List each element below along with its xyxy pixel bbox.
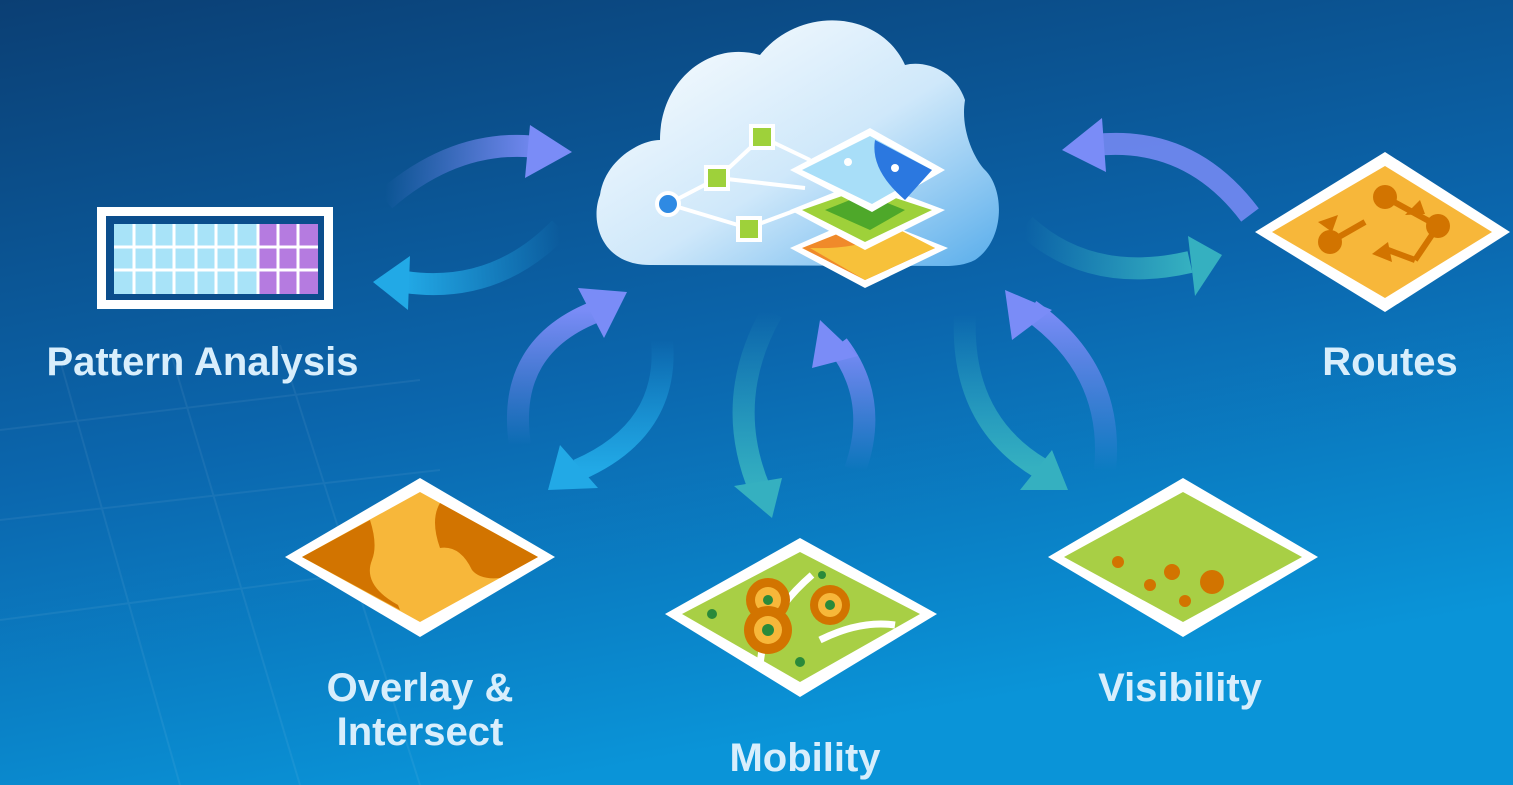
arrow-overlay-to-cloud [506, 288, 627, 447]
pattern-analysis-grid-icon [97, 207, 333, 309]
background-grid [0, 344, 461, 785]
mobility-icon [665, 538, 937, 697]
arrow-cloud-to-routes [1017, 216, 1222, 296]
arrow-routes-to-cloud [1062, 118, 1259, 222]
routes-icon [1255, 152, 1510, 312]
arrow-cloud-to-overlay [548, 339, 674, 490]
label-overlay-intersect: Overlay & Intersect [270, 666, 570, 754]
arrow-cloud-to-pattern [377, 125, 572, 209]
label-routes: Routes [1322, 340, 1458, 384]
map-layers-icon [790, 128, 948, 288]
arrow-cloud-to-mobility [732, 306, 782, 518]
label-overlay-line1: Overlay & [326, 666, 514, 710]
label-pattern-analysis: Pattern Analysis [46, 340, 359, 384]
arrow-cloud-to-visibility [953, 314, 1068, 490]
arrow-pattern-to-cloud [373, 220, 568, 310]
node-graph-icon [655, 124, 811, 242]
overlay-intersect-icon [285, 478, 555, 637]
label-visibility: Visibility [1098, 666, 1262, 710]
visibility-icon [1048, 478, 1318, 637]
arrow-visibility-to-cloud [1005, 290, 1117, 472]
arrow-mobility-to-cloud [812, 320, 876, 474]
label-overlay-line2: Intersect [336, 710, 504, 754]
label-mobility: Mobility [729, 736, 881, 780]
